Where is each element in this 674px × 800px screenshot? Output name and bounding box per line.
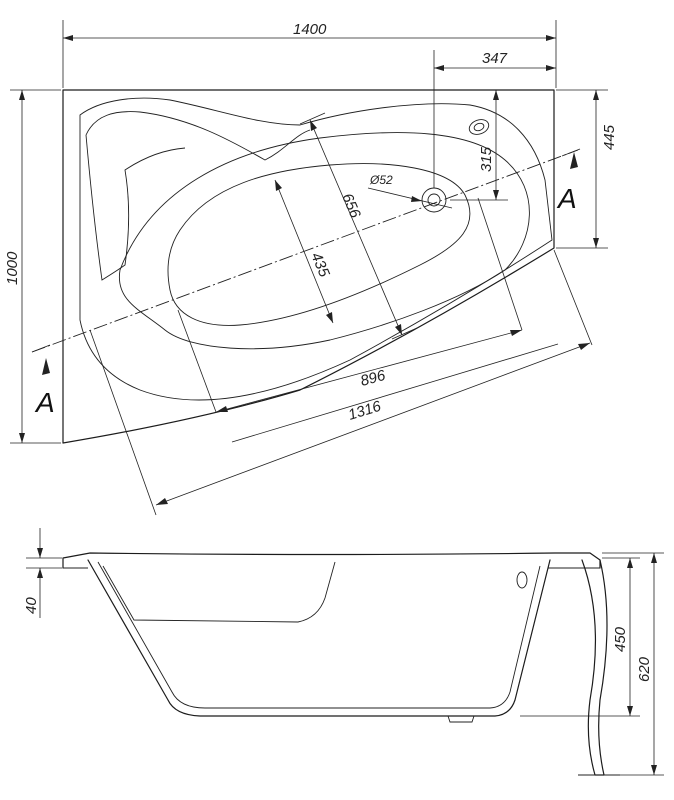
section-tick-left [31,344,51,353]
arrowhead [19,90,25,100]
side-view-overflow [516,571,528,589]
drain-inner [427,193,441,207]
dim-label-outer-length: 1316 [346,398,384,424]
top-view-backrest [85,111,311,281]
side-view-backrest [102,561,336,623]
arrowhead [310,120,317,131]
arrowhead [510,330,522,336]
side-view-drain [447,715,475,723]
dim-label-rim-height: 40 [23,597,40,614]
arrowhead [627,706,633,716]
side-view-rim [62,552,601,569]
dim-label-overall-width: 1400 [293,21,327,38]
dim-extension [391,327,418,340]
overflow-hole-inner [473,122,485,132]
arrowhead [578,343,590,350]
dim-line-inner-width [309,119,403,336]
dim-label-right-edge-depth: 445 [601,124,618,150]
dim-label-inner-depth: 450 [612,626,629,652]
dim-extension [299,112,326,125]
section-tick-right [561,148,581,157]
overflow-hole [468,119,490,135]
arrowhead [275,180,282,191]
section-arrow-right [570,152,578,169]
dim-label-outlet-offset: 347 [482,50,508,67]
side-view-dimensions: 40 450 620 [23,528,664,776]
dim-line-outer-length [155,342,591,506]
arrowhead [37,548,43,558]
dim-line-inner-length [215,329,523,413]
dim-label-bottom-width: 435 [307,250,333,280]
section-label-start: A [34,387,55,418]
arrowhead [593,238,599,248]
dim-line-outer-length-inner [231,343,559,443]
arrowhead [63,35,73,41]
arrowhead [411,196,422,202]
top-view-inner-basin [118,132,530,350]
dim-label-overall-depth: 1000 [4,251,21,285]
dim-label-drain-diameter: Ø52 [369,173,393,187]
dim-extension [553,249,593,346]
dim-label-outlet-depth: 315 [478,146,495,172]
arrowhead [156,498,168,505]
dim-label-total-height: 620 [636,656,653,682]
dim-extension [177,309,217,413]
drain-leader [367,187,453,209]
dim-label-inner-width: 656 [338,191,364,221]
arrowhead [627,558,633,568]
arrowhead [326,312,333,323]
side-view-apron [581,559,608,776]
dim-extension [477,197,523,331]
arrowhead [37,568,43,578]
arrowhead [651,765,657,775]
arrowhead [593,90,599,100]
top-view-outer-outline [62,89,555,444]
section-arrow-left [42,358,50,375]
top-view-dimensions: 1400 347 1000 445 315 Ø52 [4,20,618,516]
dim-extension [89,329,157,516]
side-view-outer-shell [87,559,551,717]
side-view [62,552,620,776]
top-view-basin-bottom [167,163,471,326]
section-label-end: A [556,183,577,214]
side-view-inner-shell [97,561,541,709]
top-view: A A [31,89,581,444]
top-view-rim-outline [79,97,553,401]
dim-label-inner-length: 896 [359,367,388,390]
arrowhead [216,406,228,412]
section-line [31,149,579,353]
arrowhead [651,553,657,563]
arrowhead [493,190,499,200]
arrowhead [546,65,556,71]
dim-line-bottom-width [274,179,334,324]
arrowhead [546,35,556,41]
drain-outer [421,187,447,213]
arrowhead [493,90,499,100]
arrowhead [19,433,25,443]
arrowhead [395,324,402,335]
arrowhead [434,65,444,71]
